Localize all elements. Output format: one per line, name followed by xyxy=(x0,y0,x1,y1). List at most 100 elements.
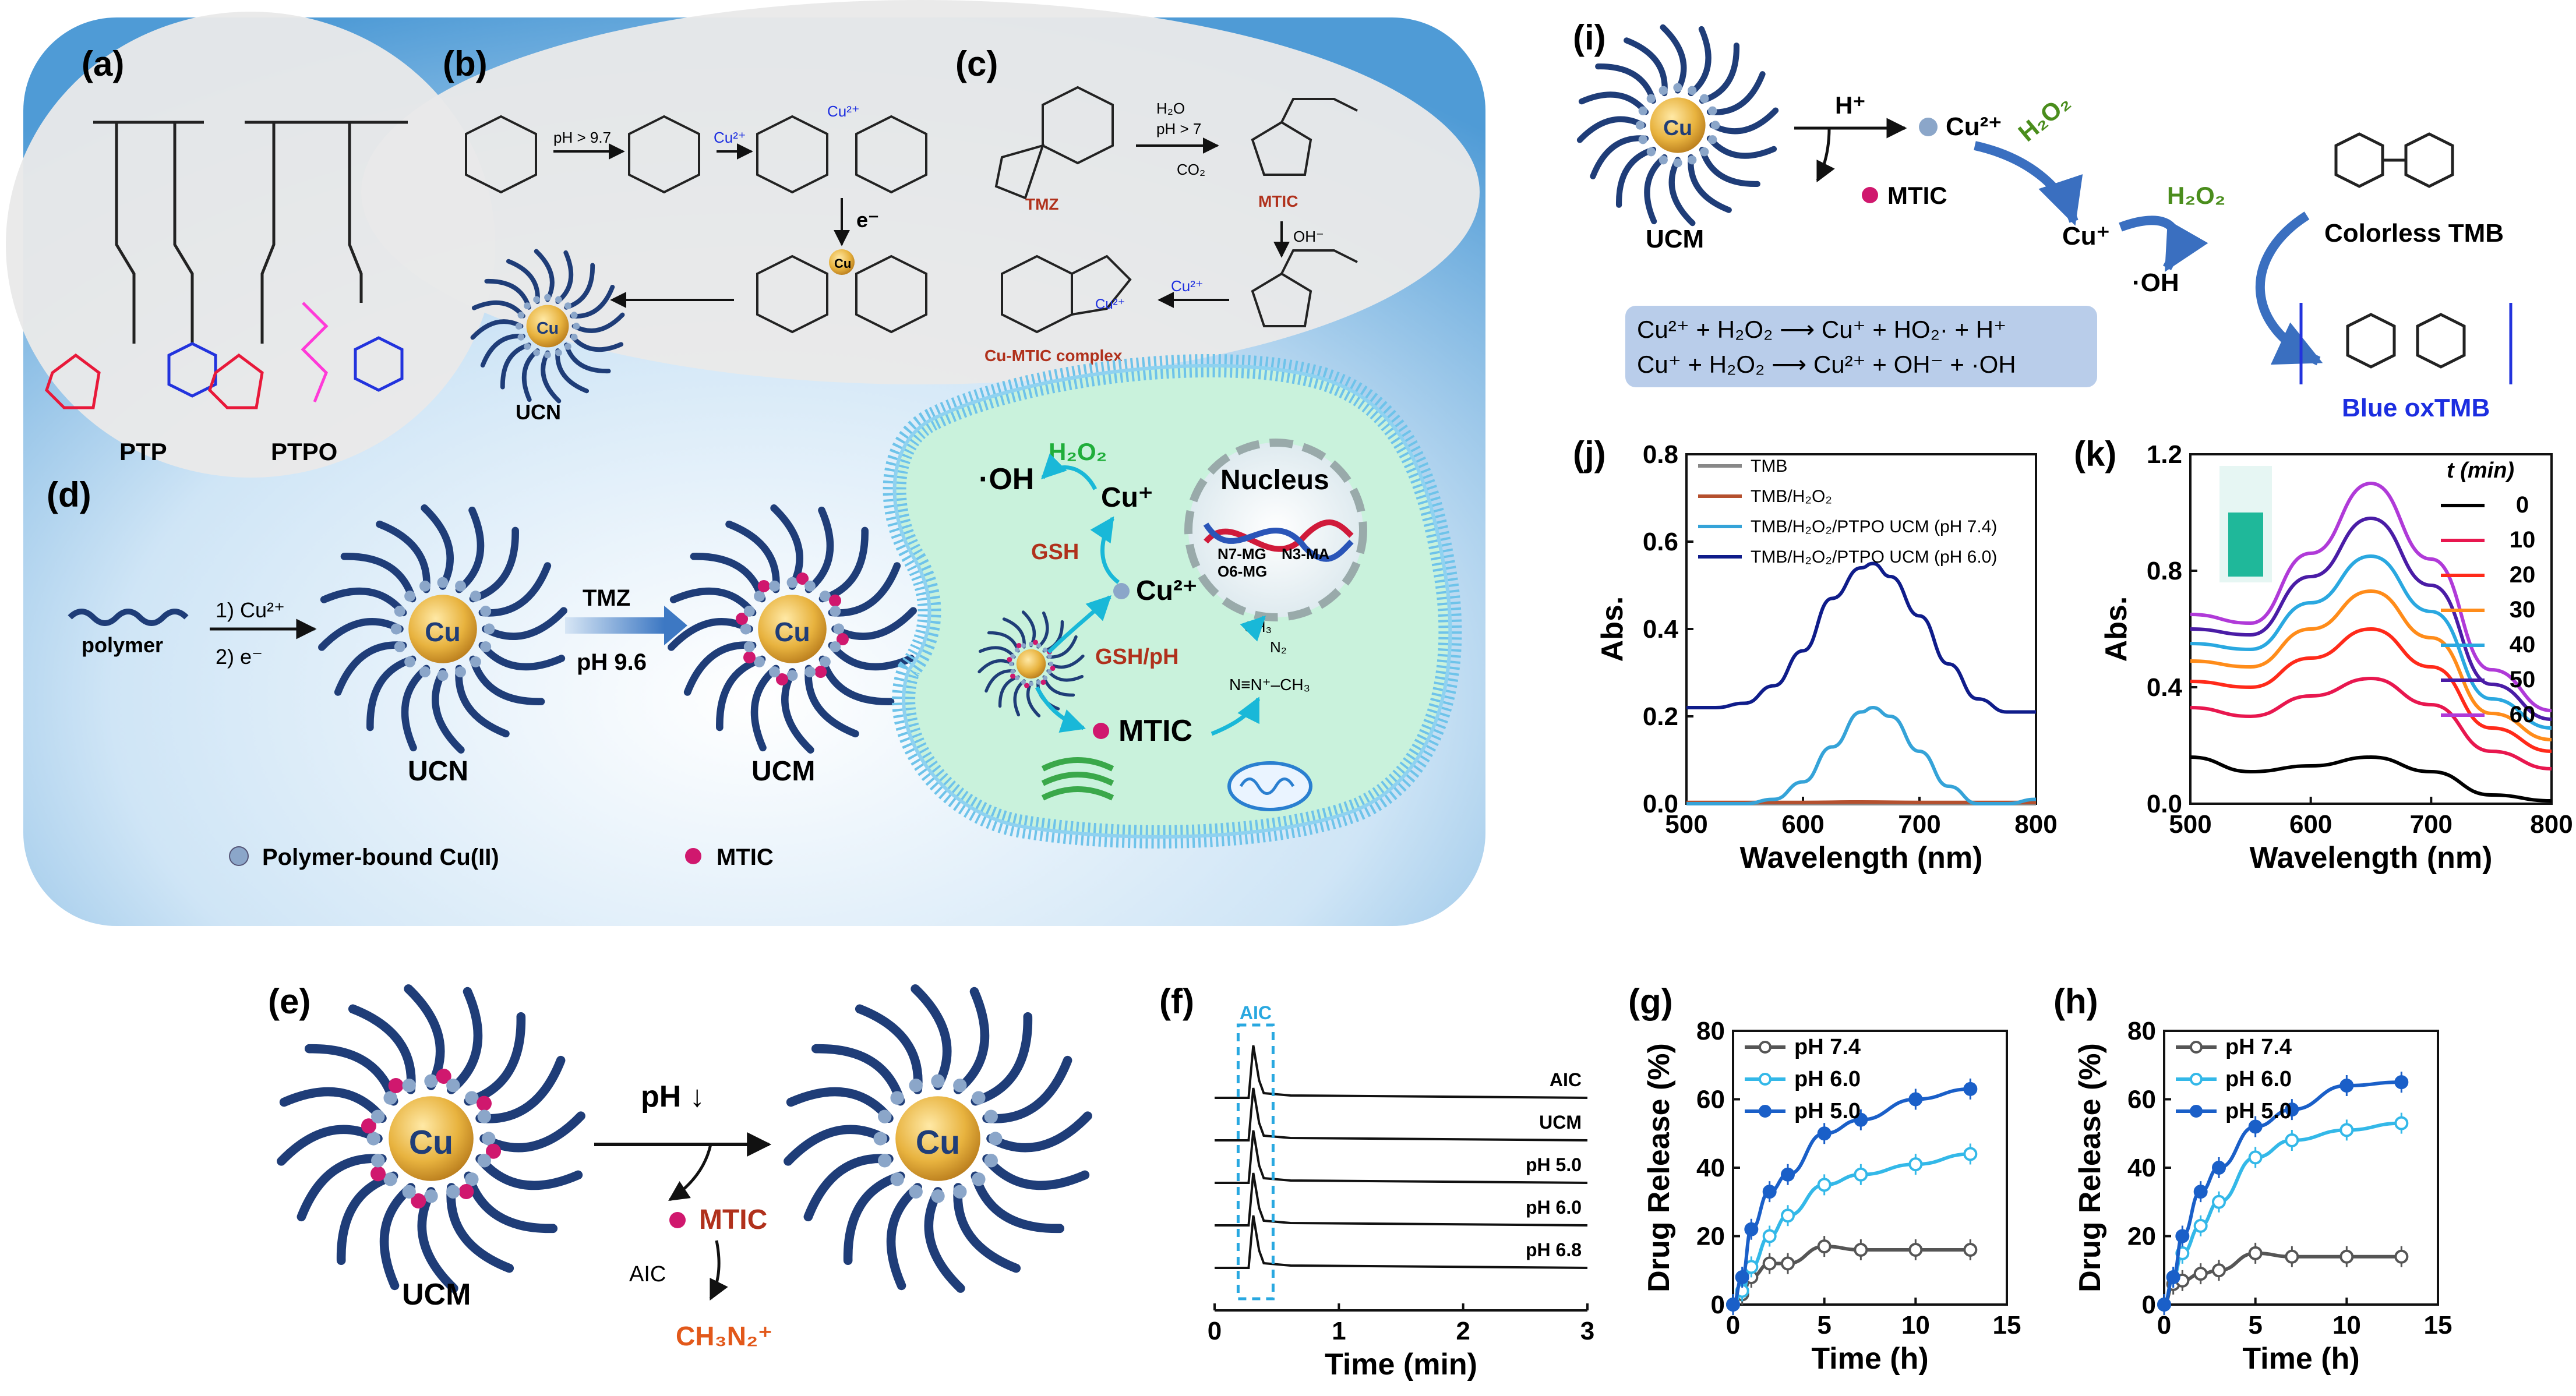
step-cu2: 1) Cu²⁺ xyxy=(216,598,285,622)
mitochondria-icon xyxy=(1227,761,1312,811)
x-tick-label: 600 xyxy=(1781,810,1824,839)
data-point xyxy=(2166,1270,2180,1284)
cu-binding-dot xyxy=(570,334,578,341)
x-axis-label: Time (h) xyxy=(1811,1342,1928,1376)
legend-cu-text: Polymer-bound Cu(II) xyxy=(262,844,499,870)
arrow-i-cu2-cu1 xyxy=(1974,141,2083,226)
cu-label-c: Cu²⁺ xyxy=(1095,296,1125,312)
panel-a-label: (a) xyxy=(82,44,124,83)
x-axis-label: Time (min) xyxy=(1325,1348,1477,1381)
thymine-dimer xyxy=(756,115,927,194)
gsh-ph-d: GSH/pH xyxy=(1095,645,1179,669)
mtic-dot xyxy=(1016,642,1022,648)
legend-title: t (min) xyxy=(2447,458,2514,483)
legend-label: 40 xyxy=(2510,632,2536,658)
mtic-dot xyxy=(486,1143,502,1159)
cu-binding-dot xyxy=(470,656,481,667)
cu-binding-dot xyxy=(524,302,531,309)
data-point xyxy=(1908,1157,1923,1172)
x-tick-label: 5 xyxy=(2248,1311,2262,1340)
diazonium-label: N≡N⁺–CH₃ xyxy=(1229,676,1310,694)
oh-minus-label: OH⁻ xyxy=(1293,228,1324,245)
ucm-e-particle: Cu xyxy=(277,984,585,1293)
data-point xyxy=(2248,1246,2263,1260)
chromatogram-trace xyxy=(1215,1130,1588,1184)
cu2-i: Cu²⁺ xyxy=(1946,112,2002,141)
polymer-arm xyxy=(432,668,465,754)
cu-binding-dot xyxy=(830,606,841,617)
polymer-arm xyxy=(1660,24,1687,94)
cu-core xyxy=(389,1096,474,1181)
mtic-dot xyxy=(477,1095,492,1111)
legend-label: TMB/H₂O₂/PTPO UCM (pH 7.4) xyxy=(1751,517,1997,536)
cu-binding-dot xyxy=(1010,653,1015,659)
cu-core xyxy=(1016,649,1046,679)
polymer-arm xyxy=(911,984,952,1090)
cu-binding-dot xyxy=(1638,106,1647,115)
cu-binding-dot xyxy=(446,1185,460,1199)
data-point xyxy=(2193,1185,2208,1199)
cu-binding-dot xyxy=(1700,147,1709,157)
series-line xyxy=(1731,1087,1971,1306)
y-tick-label: 0.6 xyxy=(1643,528,1678,556)
cu-binding-dot xyxy=(1673,158,1682,168)
polymer-arm xyxy=(971,1171,1065,1234)
mtic-dot xyxy=(736,612,749,625)
cu-binding-dot xyxy=(1028,681,1034,687)
chromatogram-trace xyxy=(1215,1045,1588,1099)
mtic-dot xyxy=(370,1166,386,1182)
legend-label: pH 7.4 xyxy=(1794,1035,1861,1059)
ptp-structure xyxy=(45,121,217,409)
aic-highlight-label: AIC xyxy=(1240,1002,1272,1023)
chromatogram-trace xyxy=(1215,1215,1588,1269)
series-line xyxy=(2162,1080,2402,1306)
polymer-arm xyxy=(320,587,407,617)
cu-mtic-complex-label: Cu-MTIC complex xyxy=(984,347,1123,365)
cu-binding-dot xyxy=(1688,155,1697,165)
polymer-arm xyxy=(484,278,531,310)
x-tick-label: 10 xyxy=(1901,1311,1930,1340)
mtic-dot xyxy=(814,666,827,678)
trace-label: AIC xyxy=(1550,1069,1582,1090)
cu-plus-d: Cu⁺ xyxy=(1101,482,1153,513)
cu-binding-dot xyxy=(480,641,492,652)
polymer-arm xyxy=(954,987,990,1094)
data-point xyxy=(2285,1102,2299,1117)
polymer-arm xyxy=(379,1183,415,1291)
y-tick-label: 0.4 xyxy=(2147,673,2183,702)
electron-label: e⁻ xyxy=(856,208,879,232)
legend-marker xyxy=(1759,1041,1772,1054)
polymer-arm xyxy=(786,1087,894,1123)
legend-label: 60 xyxy=(2510,702,2536,727)
cu-binding-dot xyxy=(1047,669,1052,674)
ucm-i-particle: Cu xyxy=(1576,24,1779,227)
polymer-arm xyxy=(750,665,780,752)
cu-binding-dot xyxy=(517,312,525,319)
x-tick-label: 700 xyxy=(1898,810,1940,839)
mtic-dot xyxy=(361,1118,376,1134)
panel-a-bubble xyxy=(6,12,495,478)
legend-label: pH 6.0 xyxy=(1794,1067,1861,1091)
polymer-arm xyxy=(417,1187,458,1293)
cu-binding-dot xyxy=(390,623,402,635)
cu-binding-dot xyxy=(833,623,845,635)
cu-binding-dot xyxy=(484,623,495,635)
data-point xyxy=(1854,1112,1868,1127)
panel-i-label: (i) xyxy=(1573,18,1606,57)
data-point xyxy=(2339,1079,2354,1093)
cu-binding-dot xyxy=(544,351,551,359)
data-point xyxy=(1744,1222,1759,1236)
polymer-arm xyxy=(804,665,859,738)
cu-binding-dot xyxy=(931,1189,945,1203)
polymer-arm xyxy=(500,342,531,390)
hplus-i: H⁺ xyxy=(1835,91,1866,119)
y-tick-label: 0.4 xyxy=(1643,615,1679,644)
cu-binding-dot xyxy=(564,343,571,350)
cu-binding-dot xyxy=(404,591,416,602)
data-point xyxy=(2157,1298,2171,1312)
polymer-arm xyxy=(1576,116,1646,143)
legend-label: TMB/H₂O₂/PTPO UCM (pH 6.0) xyxy=(1751,547,1997,567)
ucn-d-label: UCN xyxy=(408,756,468,787)
cu-binding-dot xyxy=(873,1132,887,1146)
arrow-d2 xyxy=(565,617,664,634)
